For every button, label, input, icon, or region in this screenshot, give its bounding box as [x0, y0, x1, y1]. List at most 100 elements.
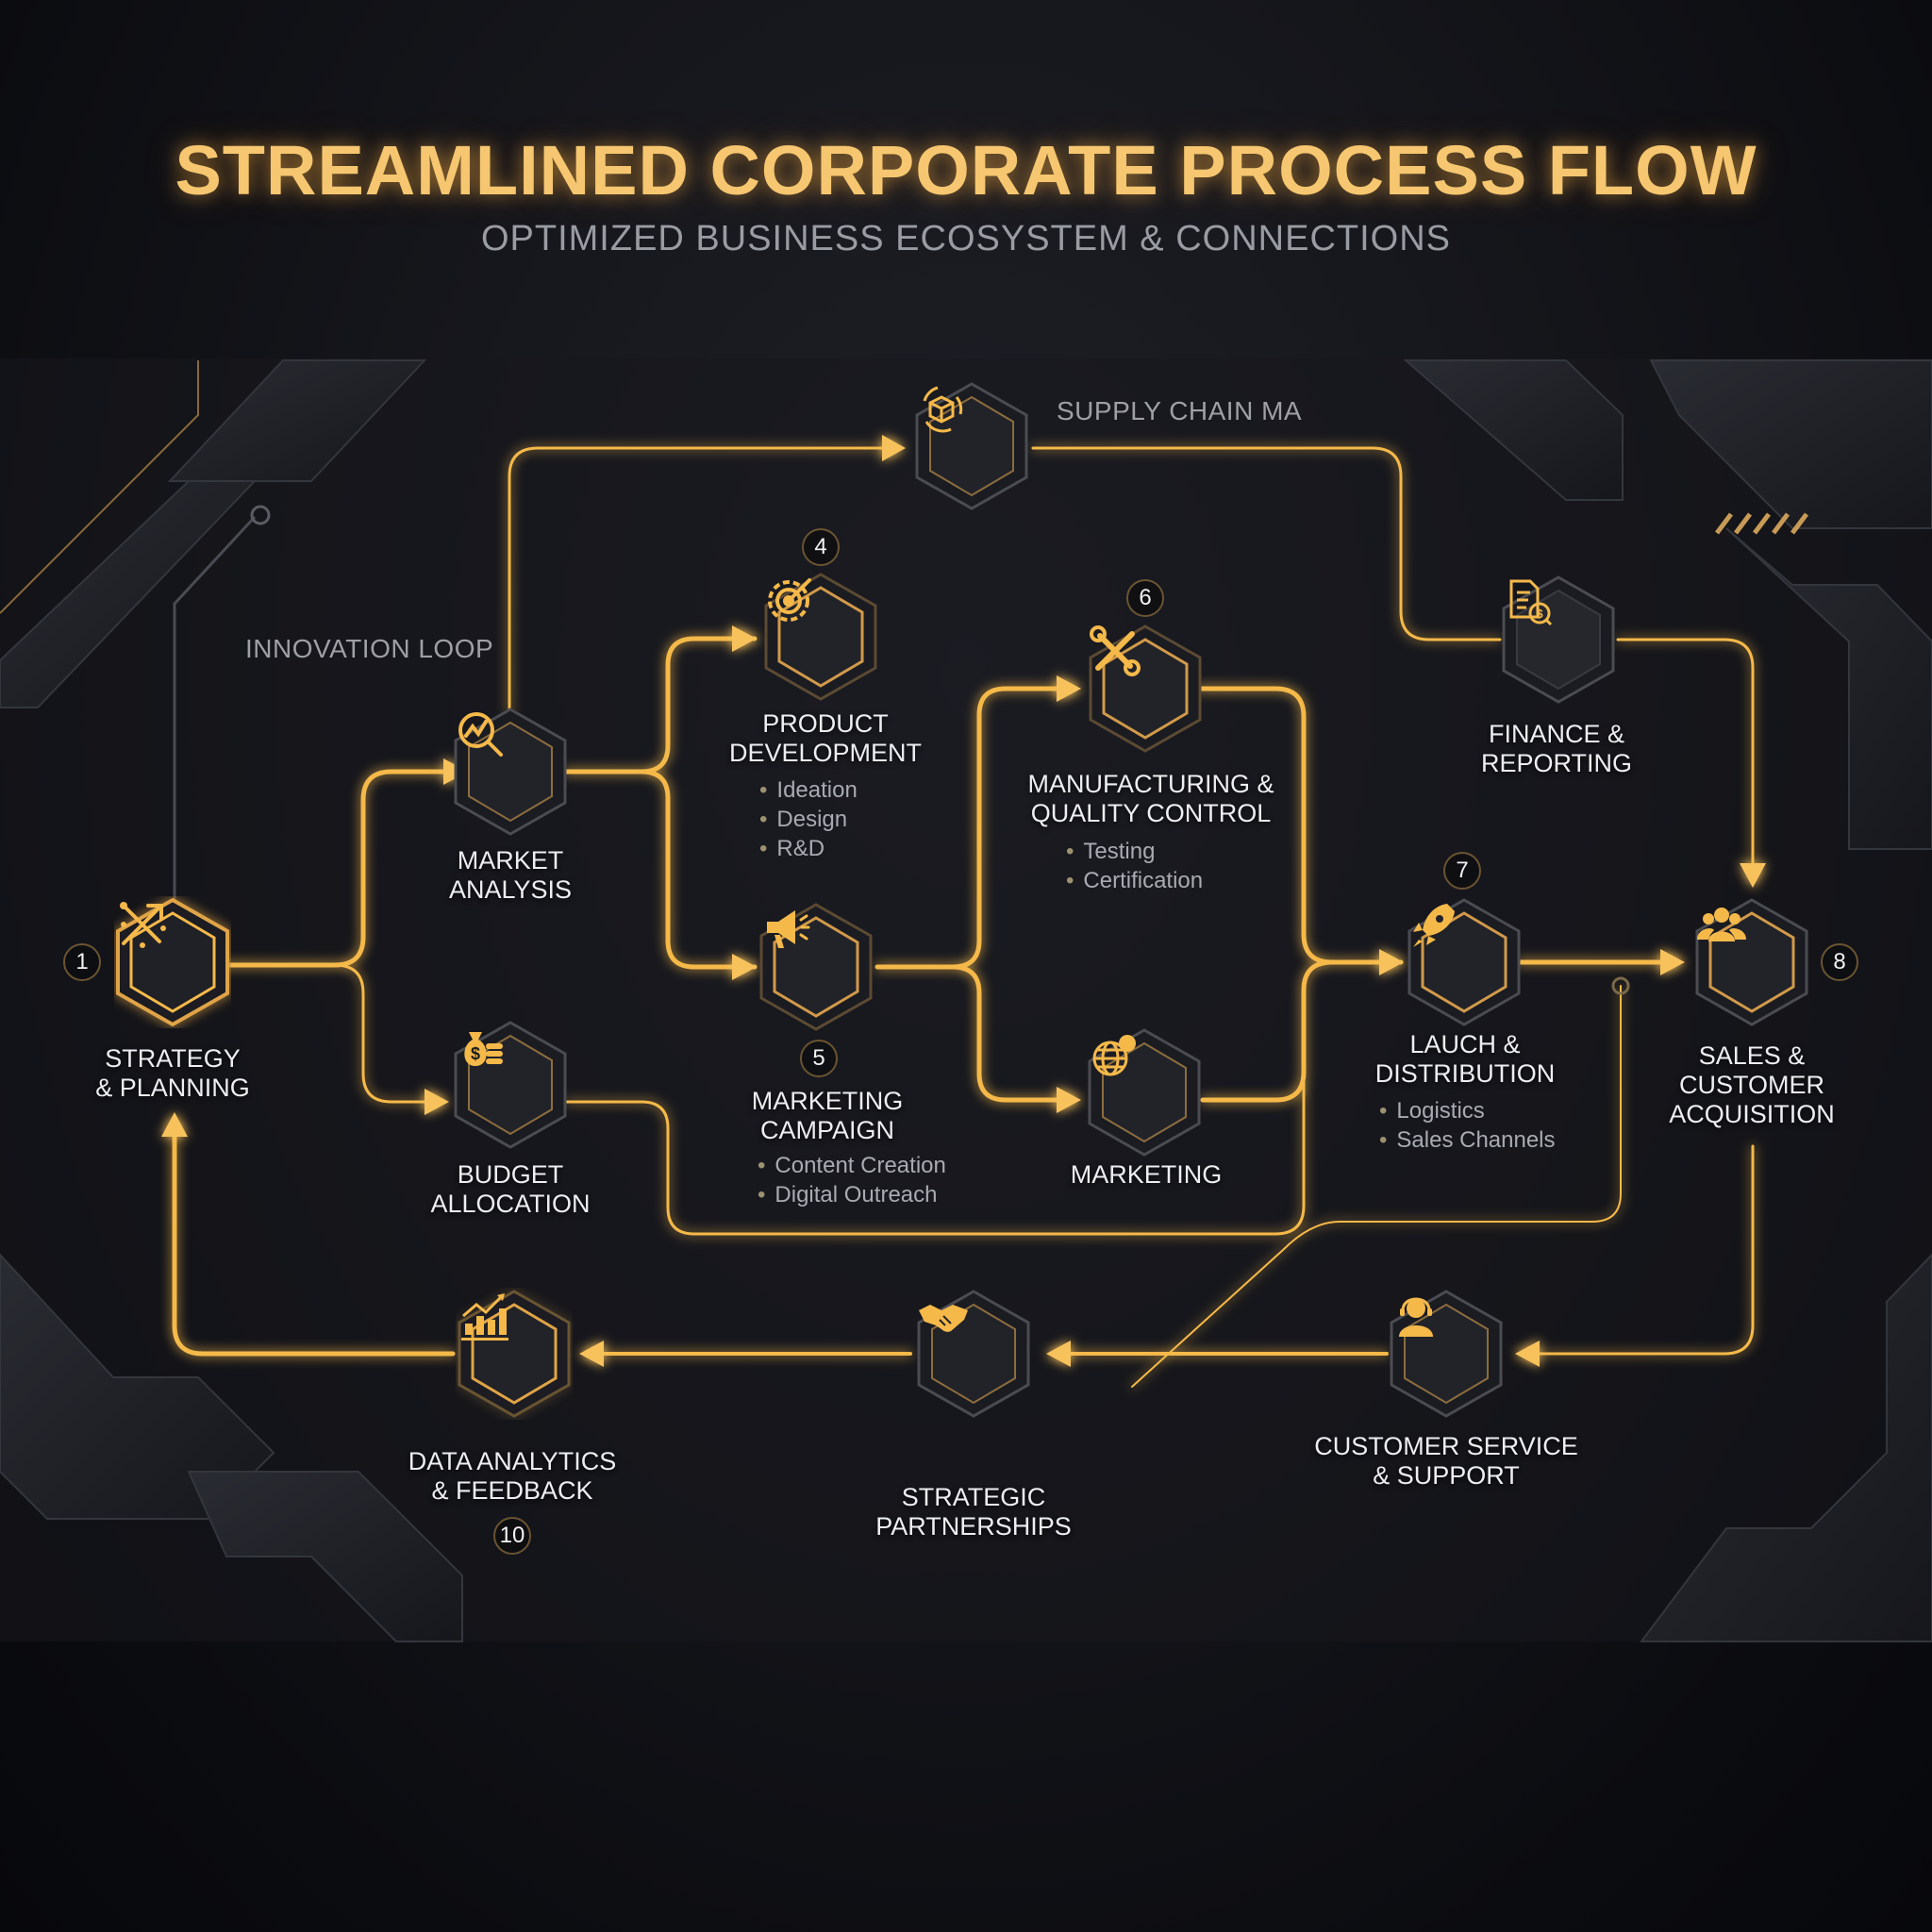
bullet-list: Content Creation Digital Outreach [758, 1151, 946, 1209]
node-label: MARKET ANALYSIS [449, 846, 572, 905]
arrow-head [161, 1112, 188, 1137]
node-label: MARKETING CAMPAIGN [752, 1087, 904, 1145]
node-label: STRATEGIC PARTNERSHIPS [875, 1483, 1072, 1541]
node-budget-allocation[interactable]: $ [452, 1019, 569, 1151]
bullet-item: Digital Outreach [758, 1180, 946, 1209]
headset-agent-icon [1388, 1288, 1505, 1420]
arrow-head [579, 1341, 604, 1367]
vent-stripes [1715, 512, 1808, 535]
arrow-head [425, 1089, 449, 1115]
node-label-line: CUSTOMER [1678, 1071, 1825, 1099]
node-label-line: PARTNERSHIPS [875, 1512, 1072, 1541]
node-label-line: PRODUCT [762, 709, 889, 738]
bullet-item: Certification [1066, 866, 1203, 895]
node-label-line: & SUPPORT [1373, 1461, 1520, 1490]
arrow-head [1379, 949, 1404, 975]
step-badge: 10 [493, 1517, 531, 1555]
arrow-head [1740, 863, 1766, 888]
connector-analytics-strategy [172, 1120, 456, 1357]
node-marketing-campaign[interactable] [758, 901, 874, 1033]
strategy-icon [114, 896, 231, 1028]
node-label-line: ALLOCATION [430, 1190, 591, 1218]
gear-target-icon [762, 571, 879, 703]
node-sales-acquisition[interactable] [1693, 896, 1810, 1028]
arrow-head [732, 625, 757, 652]
node-label: CUSTOMER SERVICE & SUPPORT [1314, 1432, 1578, 1491]
arrow-head [882, 435, 906, 461]
node-label-line: LAUCH & [1409, 1030, 1521, 1058]
node-launch-distribution[interactable] [1406, 896, 1523, 1028]
node-label: STRATEGY & PLANNING [95, 1044, 250, 1103]
step-badge: 6 [1126, 579, 1164, 617]
bullet-item: Testing [1066, 837, 1203, 866]
connector-market-supply [508, 446, 898, 714]
node-label: DATA ANALYTICS & FEEDBACK [408, 1447, 617, 1506]
connector-launch-loop [1131, 985, 1622, 1388]
bullet-item: R&D [759, 834, 858, 863]
node-label-line: REPORTING [1480, 749, 1633, 777]
node-label-line: & FEEDBACK [431, 1476, 593, 1505]
node-label-line: SALES & [1698, 1041, 1806, 1070]
bullet-item: Sales Channels [1379, 1125, 1555, 1155]
node-label: MARKETING [1071, 1160, 1223, 1190]
bullet-list: Testing Certification [1066, 837, 1203, 895]
step-badge: 8 [1821, 943, 1858, 981]
connector-budget-launch [564, 989, 1306, 1236]
node-manufacturing-quality[interactable] [1087, 623, 1204, 755]
handshake-icon [915, 1288, 1032, 1420]
circuit-node [250, 505, 271, 525]
node-label-line: CAMPAIGN [759, 1116, 895, 1144]
innovation-loop-label: INNOVATION LOOP [245, 634, 494, 663]
connector-manufacturing-launch [1195, 686, 1404, 965]
node-strategy-planning[interactable] [114, 896, 231, 1028]
circuit-decor-right [1403, 359, 1932, 1642]
circuit-trace [173, 515, 257, 943]
supply-cycle-icon [913, 380, 1030, 512]
connector-supply-finance [1031, 446, 1502, 641]
node-customer-support[interactable] [1388, 1288, 1505, 1420]
node-label: BUDGET ALLOCATION [430, 1160, 590, 1219]
bullet-list: Ideation Design R&D [759, 775, 858, 863]
step-badge: 4 [802, 528, 840, 566]
node-label-line: QUALITY CONTROL [1030, 799, 1272, 827]
money-bag-icon: $ [452, 1019, 569, 1151]
node-label: PRODUCT DEVELOPMENT [729, 709, 922, 768]
step-badge: 7 [1443, 852, 1481, 890]
bullet-item: Content Creation [758, 1151, 945, 1180]
node-strategic-partnerships[interactable] [915, 1288, 1032, 1420]
svg-text:$: $ [471, 1044, 480, 1063]
node-label-line: CUSTOMER SERVICE [1314, 1432, 1578, 1460]
connector-finance-sales [1616, 638, 1755, 884]
connector-campaign-manufacturing [874, 686, 1078, 970]
connector-sales-support [1517, 1144, 1755, 1356]
page-subtitle: OPTIMIZED BUSINESS ECOSYSTEM & CONNECTIO… [480, 219, 1451, 258]
node-label-line: DATA ANALYTICS [408, 1447, 617, 1475]
rocket-icon [1406, 896, 1523, 1028]
node-label-line: MARKET [457, 846, 564, 874]
node-data-analytics[interactable] [456, 1288, 573, 1420]
node-label-line: MARKETING [751, 1087, 904, 1115]
arrow-head [1046, 1341, 1071, 1367]
market-analysis-icon [452, 706, 569, 838]
node-supply-chain[interactable] [913, 380, 1030, 512]
node-finance-reporting[interactable]: $ [1500, 574, 1617, 706]
node-label: LAUCH & DISTRIBUTION [1375, 1030, 1556, 1089]
node-label-line: & PLANNING [95, 1074, 250, 1102]
globe-icon [1086, 1026, 1203, 1158]
node-market-analysis[interactable] [452, 706, 569, 838]
node-label-line: ANALYSIS [448, 875, 573, 904]
node-label-line: DEVELOPMENT [728, 739, 923, 767]
arrow-head [1660, 949, 1685, 975]
diagram-panel [0, 358, 1932, 1641]
node-marketing[interactable] [1086, 1026, 1203, 1158]
arrow-head [732, 954, 757, 980]
arrow-head [1515, 1341, 1540, 1367]
bullet-item: Design [759, 805, 858, 834]
bullet-item: Logistics [1379, 1096, 1556, 1125]
node-label-line: ACQUISITION [1669, 1100, 1835, 1128]
step-badge: 5 [800, 1040, 838, 1077]
connector-strategy-budget [333, 963, 445, 1104]
supply-chain-label: SUPPLY CHAIN MA [1057, 396, 1303, 425]
node-product-development[interactable] [762, 571, 879, 703]
